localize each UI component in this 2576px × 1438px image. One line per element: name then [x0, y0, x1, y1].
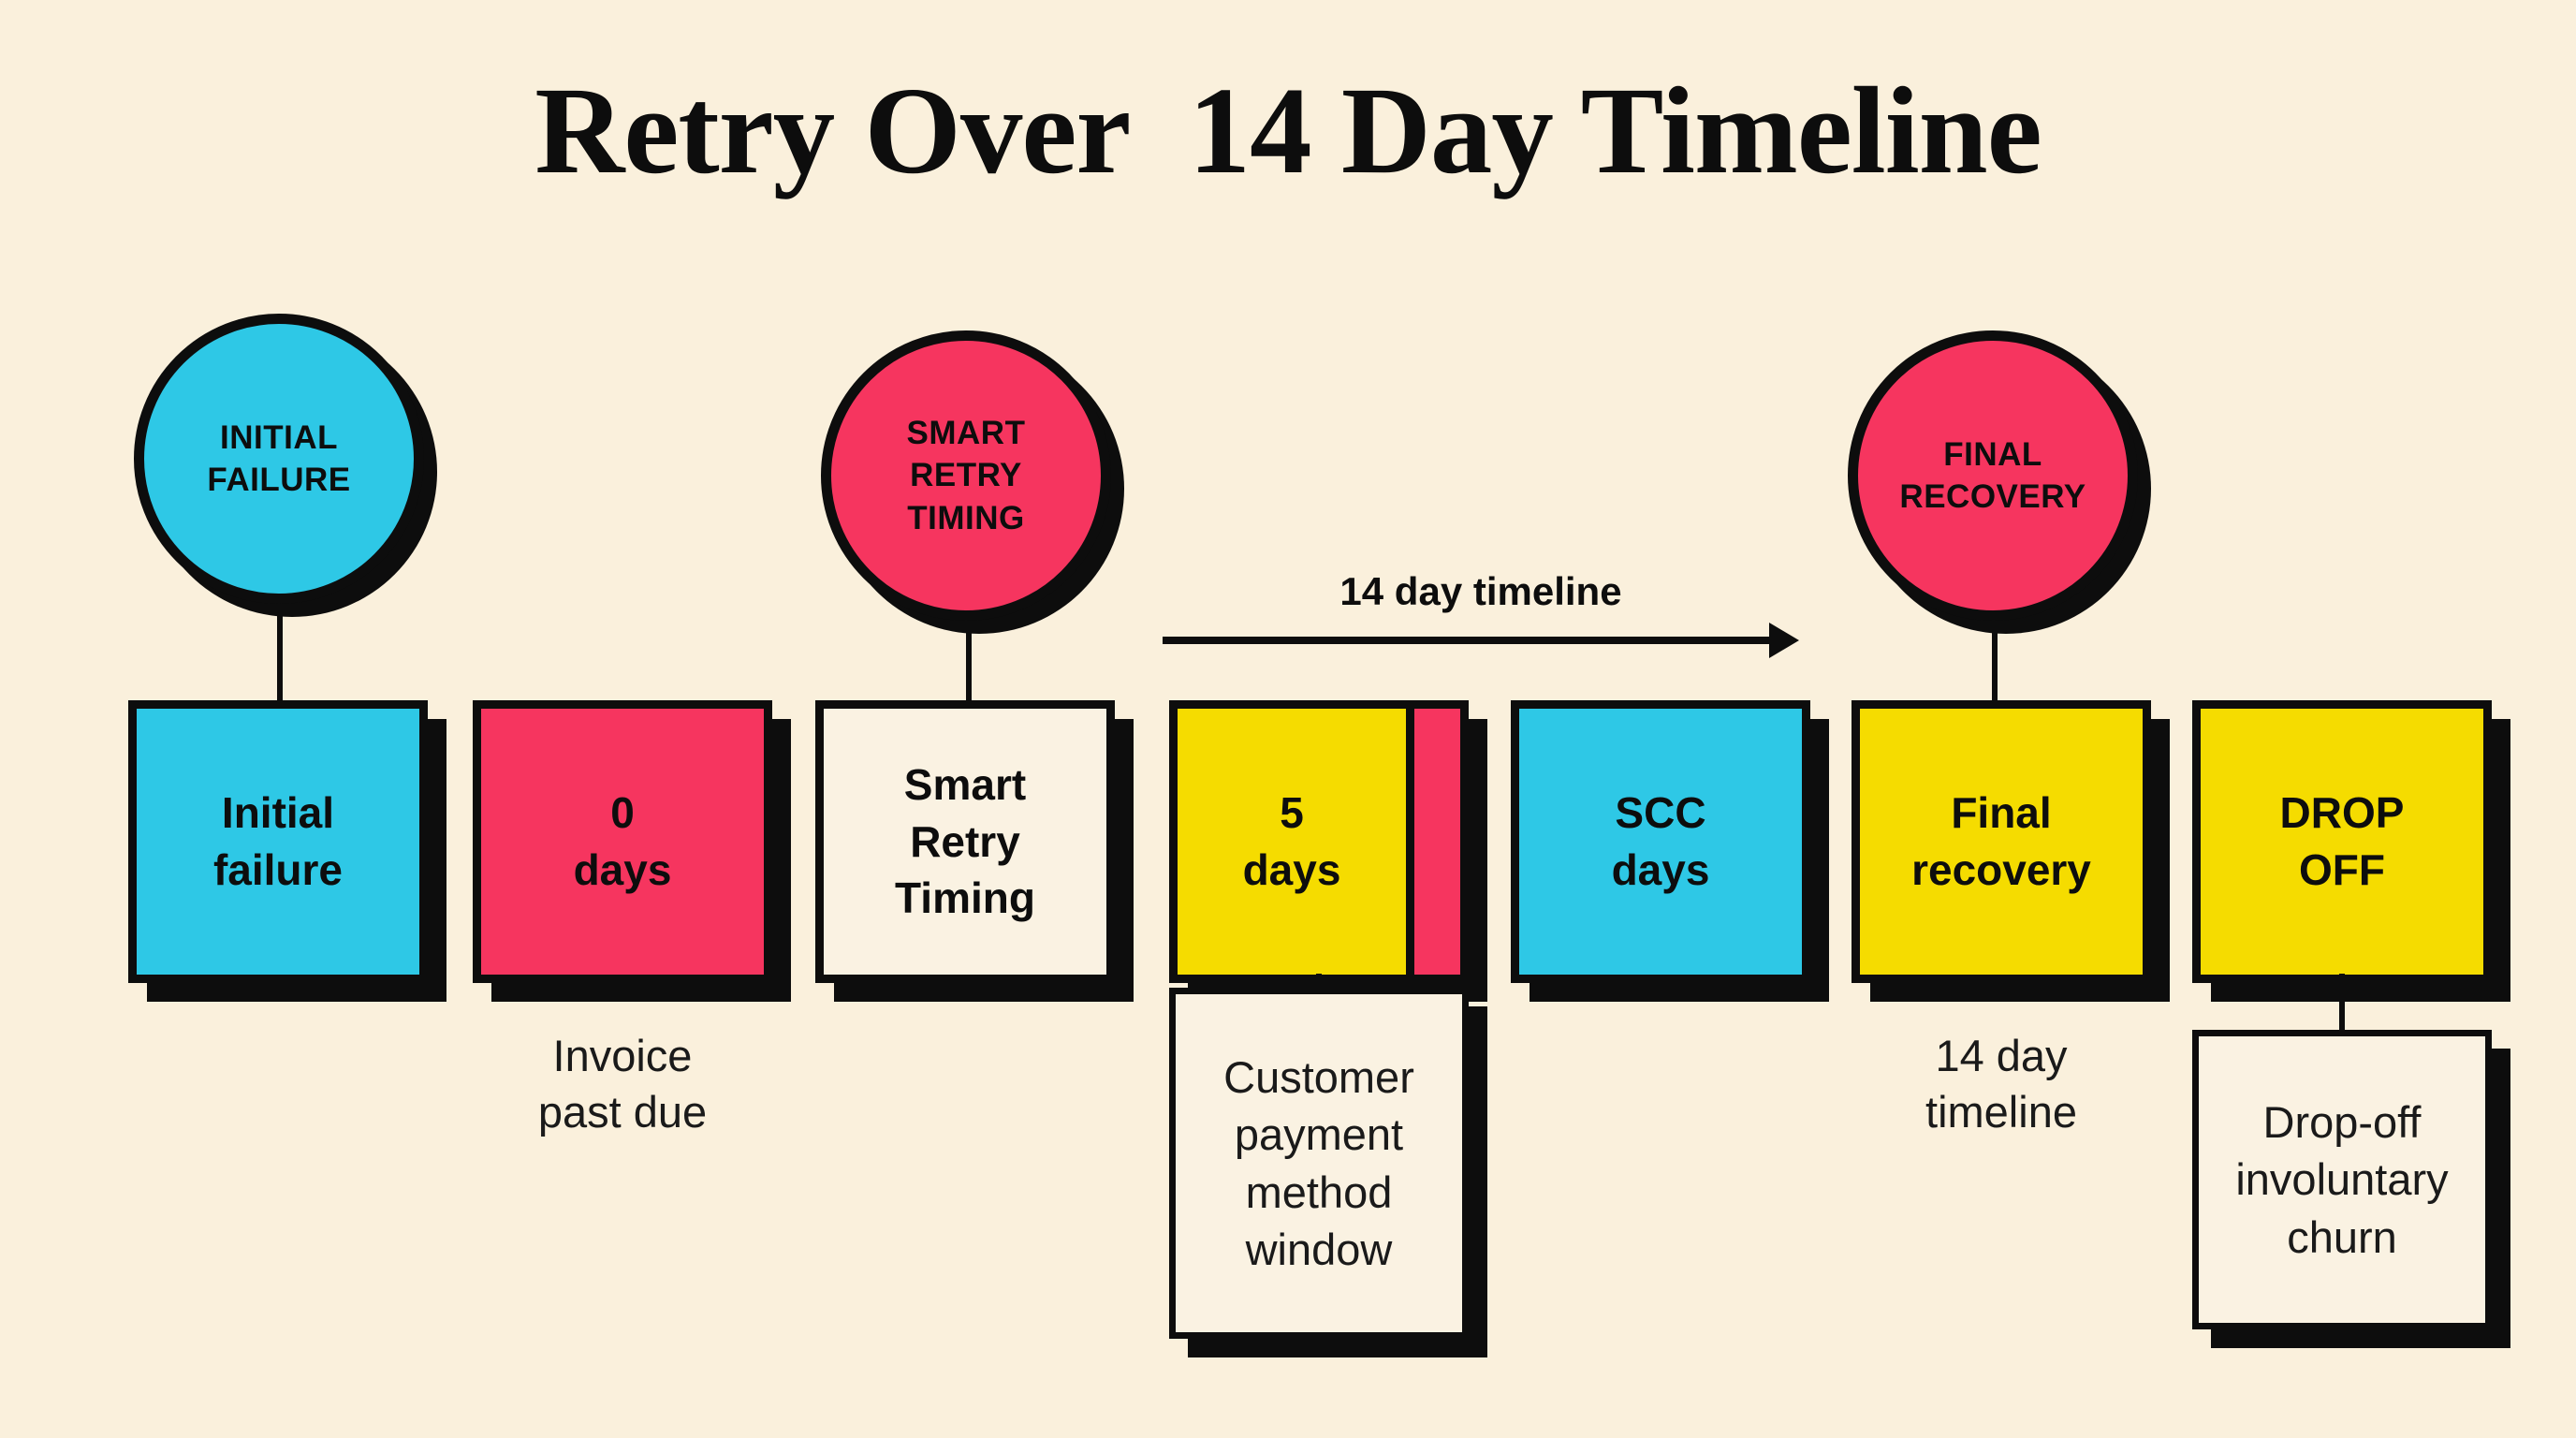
caption-14-day-timeline: 14 day timeline [1925, 1031, 2077, 1137]
connector-final-recovery [1992, 590, 1998, 702]
timeline-arrow-group: 14 day timeline [1163, 569, 1799, 663]
box-smart-retry[interactable]: Smart Retry Timing [815, 700, 1115, 983]
box-scc-days-label: SCC days [1611, 788, 1710, 894]
box-zero-days[interactable]: 0 days [473, 700, 772, 983]
box-final-recovery[interactable]: Final recovery [1852, 700, 2151, 983]
box-smart-retry-label: Smart Retry Timing [895, 759, 1035, 923]
box-initial-failure[interactable]: Initial failure [128, 700, 428, 983]
timeline-arrow-line [1163, 637, 1771, 644]
callout-payment-window[interactable]: Customer payment method window [1169, 988, 1469, 1339]
node-final-recovery[interactable]: FINAL RECOVERY [1848, 330, 2138, 621]
node-initial-failure-label: INITIAL FAILURE [207, 418, 351, 499]
node-initial-failure[interactable]: INITIAL FAILURE [134, 314, 424, 604]
node-smart-retry-timing-label: SMART RETRY TIMING [906, 414, 1026, 536]
connector-initial-failure [277, 590, 283, 702]
connector-drop-off-churn [2339, 974, 2345, 1034]
node-smart-retry-timing[interactable]: SMART RETRY TIMING [821, 330, 1111, 621]
connector-smart-retry [966, 590, 972, 702]
box-drop-off[interactable]: DROP OFF [2192, 700, 2492, 983]
callout-drop-off-churn-label: Drop-off involuntary churn [2235, 1097, 2449, 1262]
box-five-days-label: 5 days [1242, 788, 1341, 894]
callout-payment-window-label: Customer payment method window [1223, 1052, 1414, 1274]
node-final-recovery-label: FINAL RECOVERY [1899, 435, 2086, 516]
box-zero-days-label: 0 days [573, 788, 672, 894]
timeline-arrow-label: 14 day timeline [1339, 569, 1622, 613]
box-five-days-stripe [1406, 709, 1460, 975]
caption-invoice-past-due: Invoice past due [537, 1031, 708, 1137]
timeline-arrow-head [1769, 623, 1799, 658]
box-drop-off-label: DROP OFF [2279, 788, 2405, 894]
box-initial-failure-label: Initial failure [212, 788, 344, 894]
connector-payment-window [1316, 974, 1322, 994]
box-scc-days[interactable]: SCC days [1511, 700, 1810, 983]
callout-drop-off-churn[interactable]: Drop-off involuntary churn [2192, 1030, 2492, 1329]
box-five-days[interactable]: 5 days [1169, 700, 1469, 983]
box-final-recovery-label: Final recovery [1911, 788, 2091, 894]
page-title: Retry Over 14 Day Timeline [534, 61, 2042, 199]
